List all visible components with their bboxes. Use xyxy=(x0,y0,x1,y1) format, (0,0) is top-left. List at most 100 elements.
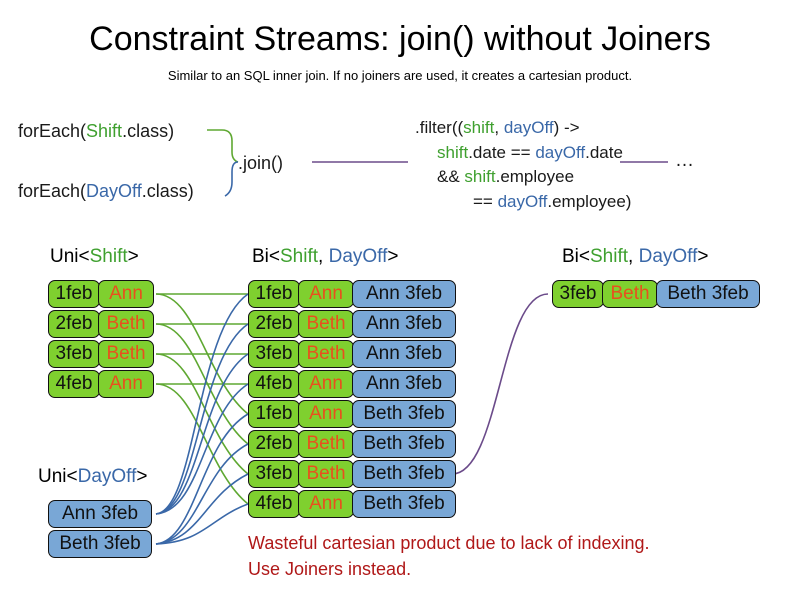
shift-date: 1feb xyxy=(48,280,100,308)
wire-bi-to-result xyxy=(451,293,549,475)
shift-employee: Beth xyxy=(98,340,154,368)
page-title: Constraint Streams: join() without Joine… xyxy=(89,20,711,58)
foreach-dayoff-suffix: .class) xyxy=(141,181,194,201)
foreach-shift-code: forEach(Shift.class) xyxy=(18,118,174,144)
wires-shift-to-bi xyxy=(155,293,249,505)
dayoff-label: Ann 3feb xyxy=(48,500,152,528)
filter-call-code: .filter((shift, dayOff) -> shift.date ==… xyxy=(415,116,631,215)
bi-shift-date: 4feb xyxy=(248,490,300,518)
dayoff-card: Beth 3feb xyxy=(48,530,152,558)
bi-shift-employee: Beth xyxy=(298,460,354,488)
continuation-ellipsis: … xyxy=(675,150,694,171)
bi-mid-sep: , xyxy=(318,246,329,267)
filter-line-1: .filter((shift, dayOff) -> xyxy=(415,116,631,141)
uni-shift-pre: Uni< xyxy=(50,246,90,267)
bi-right-sep: , xyxy=(628,246,639,267)
bi-shift-date: 4feb xyxy=(248,370,300,398)
bi-dayoff: Beth 3feb xyxy=(352,430,456,458)
bi-dayoff: Ann 3feb xyxy=(352,370,456,398)
filter-l1-dayoff-param: dayOff xyxy=(503,118,554,137)
bi-mid-pre: Bi< xyxy=(252,246,280,267)
shift-employee: Beth xyxy=(98,310,154,338)
bi-shift-employee: Ann xyxy=(298,490,354,518)
foreach-dayoff-prefix: forEach( xyxy=(18,181,87,201)
bi-dayoff: Beth 3feb xyxy=(352,460,456,488)
join-call-label: .join() xyxy=(238,153,284,173)
bi-mid-type-a: Shift xyxy=(280,246,319,267)
bi-middle-header: Bi<Shift, DayOff> xyxy=(252,246,398,268)
foreach-shift-type: Shift xyxy=(86,121,123,141)
bi-dayoff: Beth 3feb xyxy=(352,490,456,518)
bi-right-pre: Bi< xyxy=(562,246,590,267)
bi-shift-date: 1feb xyxy=(248,400,300,428)
filter-l2-shift: shift xyxy=(437,142,469,162)
filter-line-2: shift.date == dayOff.date xyxy=(437,141,631,166)
wires-dayoff-to-bi xyxy=(155,293,249,545)
uni-dayoff-post: > xyxy=(136,466,148,487)
filter-l3-suffix: .employee xyxy=(495,167,575,187)
uni-shift-type: Shift xyxy=(89,246,128,267)
uni-dayoff-type: DayOff xyxy=(77,466,137,487)
dayoff-label: Beth 3feb xyxy=(48,530,152,558)
filter-l2-mid: .date == xyxy=(468,142,536,162)
filter-l2-dayoff: dayOff xyxy=(535,142,586,162)
filter-l1-suffix: ) -> xyxy=(553,118,580,137)
shift-employee: Ann xyxy=(98,280,154,308)
bi-shift-date: 2feb xyxy=(248,430,300,458)
filter-line-4: == dayOff.employee) xyxy=(473,190,631,215)
uni-dayoff-pre: Uni< xyxy=(38,466,78,487)
bi-dayoff: Ann 3feb xyxy=(352,310,456,338)
uni-shift-post: > xyxy=(127,246,139,267)
bi-shift-date: 3feb xyxy=(248,460,300,488)
bi-right-type-b: DayOff xyxy=(638,246,698,267)
bi-dayoff: Ann 3feb xyxy=(352,340,456,368)
bi-shift-date: 3feb xyxy=(248,340,300,368)
bi-shift-employee: Beth xyxy=(298,430,354,458)
result-shift-date: 3feb xyxy=(552,280,604,308)
bi-mid-post: > xyxy=(387,246,399,267)
uni-shift-header: Uni<Shift> xyxy=(50,246,139,268)
warning-line-1: Wasteful cartesian product due to lack o… xyxy=(248,533,650,553)
filter-l4-suffix: .employee) xyxy=(547,191,632,211)
shift-date: 4feb xyxy=(48,370,100,398)
foreach-dayoff-code: forEach(DayOff.class) xyxy=(18,178,194,204)
filter-line-3: && shift.employee xyxy=(437,165,631,190)
filter-l1-prefix: .filter(( xyxy=(415,118,464,137)
result-shift-employee: Beth xyxy=(602,280,658,308)
bi-shift-employee: Ann xyxy=(298,280,354,308)
warning-line-2: Use Joiners instead. xyxy=(248,559,412,580)
warning-note: Wasteful cartesian product due to lack o… xyxy=(248,530,650,582)
filter-l2-suffix: .date xyxy=(585,142,623,162)
filter-l1-shift-param: shift xyxy=(463,118,495,137)
shift-date: 3feb xyxy=(48,340,100,368)
foreach-shift-suffix: .class) xyxy=(122,121,175,141)
bi-dayoff: Ann 3feb xyxy=(352,280,456,308)
result-dayoff: Beth 3feb xyxy=(656,280,760,308)
bi-shift-date: 2feb xyxy=(248,310,300,338)
bi-shift-employee: Ann xyxy=(298,370,354,398)
filter-l4-prefix: == xyxy=(473,191,498,211)
uni-dayoff-header: Uni<DayOff> xyxy=(38,466,148,488)
bi-right-type-a: Shift xyxy=(590,246,629,267)
bi-right-header: Bi<Shift, DayOff> xyxy=(562,246,708,268)
filter-l3-shift: shift xyxy=(464,167,496,187)
filter-l3-prefix: && xyxy=(437,167,465,187)
bi-shift-date: 1feb xyxy=(248,280,300,308)
dayoff-card: Ann 3feb xyxy=(48,500,152,528)
foreach-shift-prefix: forEach( xyxy=(18,121,87,141)
